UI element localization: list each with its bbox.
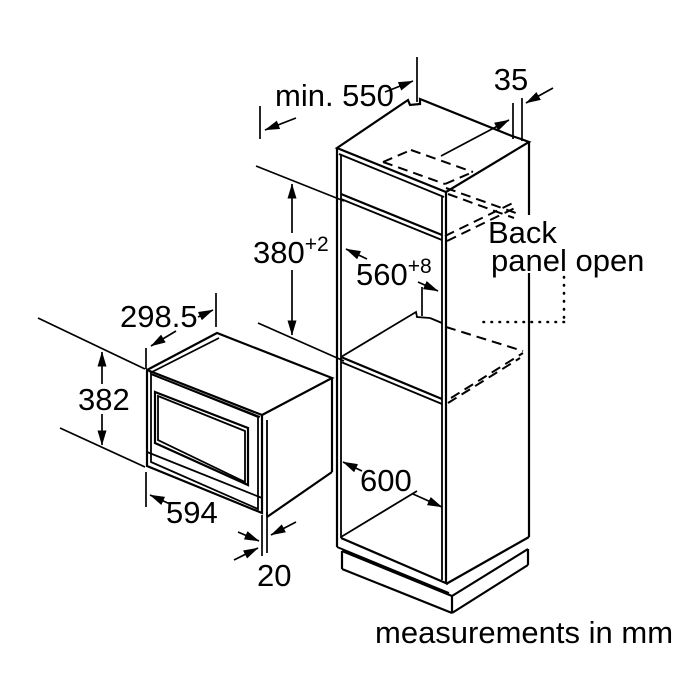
tall-cabinet bbox=[334, 97, 532, 615]
back-panel-open-dotted-pointer bbox=[475, 275, 566, 324]
min-depth-label: min. 550 bbox=[275, 78, 394, 113]
niche-width-label: 560+8 bbox=[356, 255, 432, 292]
cabinet-width-label: 600 bbox=[360, 463, 412, 498]
dimension-382: 382 bbox=[37, 317, 146, 468]
units-footnote: measurements in mm bbox=[375, 615, 673, 650]
appliance-width-label: 594 bbox=[166, 495, 218, 530]
microwave-oven bbox=[145, 331, 335, 518]
dimension-380: 380+2 bbox=[253, 165, 345, 362]
dimension-298-5: 298.5 bbox=[120, 293, 217, 369]
back-strip-width-label: 35 bbox=[494, 62, 528, 97]
plinth bbox=[340, 548, 530, 615]
niche-height-label: 380+2 bbox=[253, 233, 329, 270]
front-overhang-label: 20 bbox=[257, 558, 291, 593]
appliance-height-label: 382 bbox=[78, 382, 130, 417]
door-window bbox=[153, 390, 250, 487]
dimension-min-550: min. 550 bbox=[259, 57, 418, 139]
dimension-600: 600 bbox=[342, 461, 443, 508]
back-panel-open-note: Back panel open bbox=[488, 215, 644, 278]
appliance-depth-label: 298.5 bbox=[120, 299, 198, 334]
dimension-594: 594 bbox=[145, 472, 260, 542]
back-panel-note-line2: panel open bbox=[491, 243, 644, 278]
dimension-20: 20 bbox=[233, 512, 297, 593]
dimension-35: 35 bbox=[440, 62, 554, 157]
dimension-560: 560+8 bbox=[345, 248, 439, 292]
hidden-edge-dashed-lines bbox=[382, 149, 524, 404]
back-panel-note-line1: Back bbox=[488, 215, 557, 250]
